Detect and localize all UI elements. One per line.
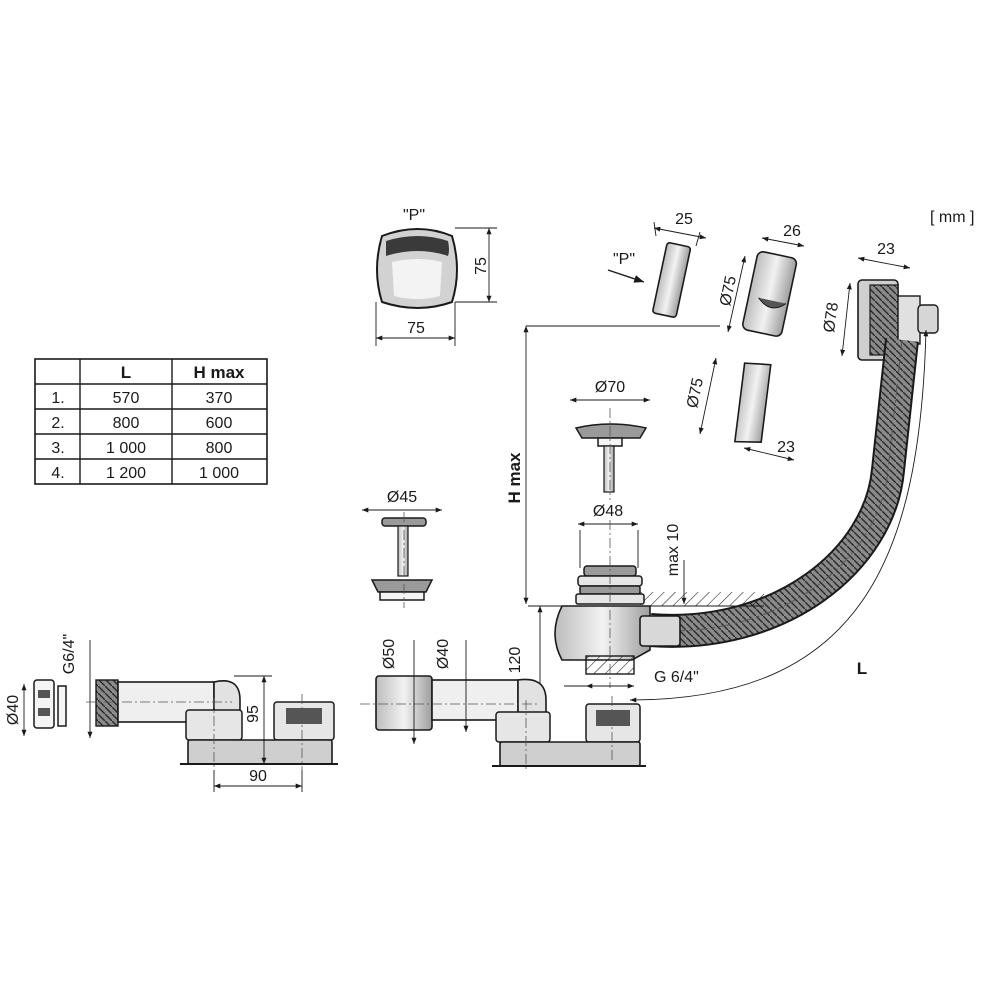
table-row-index: 2. [51,415,64,432]
table-cell-l: 570 [113,390,140,407]
plug-small-dia: Ø45 [387,489,417,506]
table-row-index: 3. [51,440,64,457]
cap2-dia-dim: Ø75 [717,274,740,307]
knob-height-dim: 75 [473,257,490,275]
pipe-inner-dia: Ø40 [435,639,452,669]
overflow-cap-1 [652,242,692,318]
pipe-outer-dia: Ø50 [381,639,398,669]
left-trap-dia: Ø40 [5,695,22,725]
table-cell-hmax: 800 [206,440,233,457]
overflow-arrow-label: "P" [613,251,635,268]
table-cell-hmax: 600 [206,415,233,432]
cap3-depth-dim: 23 [877,241,895,258]
cap2-depth-dim: 26 [783,223,801,240]
table-row-index: 4. [51,465,64,482]
drain-body-dia: Ø48 [593,503,623,520]
knob-width-dim: 75 [407,320,425,337]
table-cell-l: 800 [113,415,140,432]
table-cell-hmax: 370 [206,390,233,407]
plug-large: Ø70 [570,379,650,500]
cap1-depth-dim: 25 [675,211,693,228]
knob-p: "P" 75 75 [375,207,497,346]
plug-large-dia: Ø70 [595,379,625,396]
table-cell-hmax: 1 000 [199,465,239,482]
dimension-table: L H max 1. 570 370 2. 800 600 3. 1 000 8… [34,358,268,485]
cap3-dia-dim: Ø78 [821,301,842,333]
left-trap: Ø40 G6/4" 95 90 [5,634,338,792]
main-trap: Ø50 Ø40 [360,639,646,772]
knob-label: "P" [403,207,425,224]
length-l-dim: L [857,659,867,678]
flexible-hose [648,338,919,648]
table-row-index: 1. [51,390,64,407]
hmax-dim: H max [505,452,524,504]
table-cell-l: 1 200 [106,465,146,482]
height-120-dim: 120 [507,647,524,674]
drain-thread-dim: G 6/4" [654,669,699,686]
left-trap-height: 95 [245,705,262,723]
table-header-l: L [121,363,131,382]
plug-small: Ø45 [362,489,442,608]
units-label: [ mm ] [930,209,974,226]
max-10-dim: max 10 [665,524,682,577]
left-trap-thread: G6/4" [61,634,78,674]
overflow-cap-4 [733,362,772,444]
left-trap-width: 90 [249,768,267,785]
table-header-hmax: H max [193,363,245,382]
overflow-cap-2 [742,250,798,337]
table-cell-l: 1 000 [106,440,146,457]
cap4-depth-dim: 23 [777,439,795,456]
cap4-dia-dim: Ø75 [684,376,707,409]
drain-body: Ø48 max 10 G 6/4" 120 [507,503,764,744]
